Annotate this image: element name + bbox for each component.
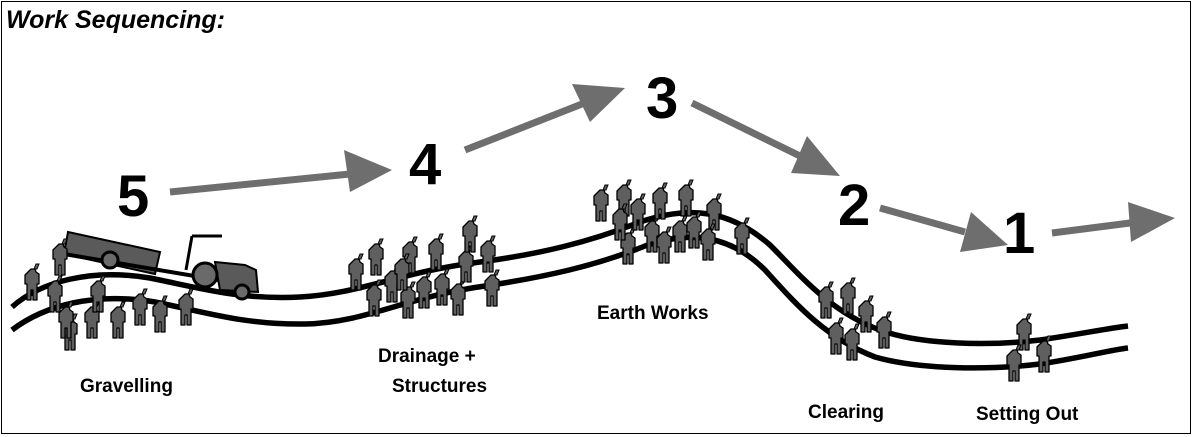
workers-drainage bbox=[348, 215, 500, 319]
label-earth-works: Earth Works bbox=[597, 303, 709, 324]
arrow-5-to-4 bbox=[169, 150, 392, 196]
worker-icon bbox=[593, 184, 609, 222]
worker-icon bbox=[480, 235, 496, 273]
step-number-2: 2 bbox=[838, 173, 870, 238]
arrow-4-to-3 bbox=[463, 84, 625, 154]
workers-setting-out bbox=[1006, 313, 1052, 382]
label-gravelling: Gravelling bbox=[80, 376, 173, 397]
worker-icon bbox=[90, 275, 106, 313]
worker-icon bbox=[348, 253, 364, 291]
worker-icon bbox=[818, 281, 834, 319]
tipper-truck-icon bbox=[62, 230, 260, 301]
workers-earthworks bbox=[593, 179, 750, 265]
label-drainage-structures: Drainage + Structures bbox=[378, 346, 487, 397]
worker-icon bbox=[52, 238, 68, 276]
worker-icon bbox=[840, 277, 856, 315]
road bbox=[10, 209, 1129, 371]
diagram-title: Work Sequencing: bbox=[6, 6, 226, 34]
label-setting-out: Setting Out bbox=[976, 404, 1079, 425]
worker-icon bbox=[110, 301, 126, 339]
label-clearing: Clearing bbox=[808, 402, 884, 423]
worker-icon bbox=[450, 278, 466, 316]
worker-icon bbox=[876, 311, 892, 349]
worker-icon bbox=[178, 288, 194, 326]
worker-icon bbox=[416, 271, 432, 309]
step-number-1: 1 bbox=[1003, 201, 1035, 266]
arrow-3-to-2 bbox=[690, 99, 840, 176]
worker-icon bbox=[700, 223, 716, 261]
worker-icon bbox=[484, 269, 500, 307]
worker-icon bbox=[844, 323, 860, 361]
worker-icon bbox=[394, 253, 410, 291]
worker-icon bbox=[828, 317, 844, 355]
worker-icon bbox=[368, 238, 384, 276]
sequence-arrows bbox=[169, 84, 1175, 252]
step-number-4: 4 bbox=[409, 132, 441, 197]
worker-icon bbox=[1006, 344, 1022, 382]
arrow-1-onward bbox=[1051, 202, 1175, 242]
worker-icon bbox=[428, 233, 444, 271]
worker-icon bbox=[612, 203, 628, 241]
step-number-5: 5 bbox=[117, 164, 149, 229]
arrow-2-to-1 bbox=[879, 204, 1008, 252]
step-number-3: 3 bbox=[646, 66, 678, 131]
worker-icon bbox=[672, 215, 688, 253]
worker-icon bbox=[132, 288, 148, 326]
worker-icon bbox=[434, 268, 450, 306]
worker-icon bbox=[686, 211, 702, 249]
